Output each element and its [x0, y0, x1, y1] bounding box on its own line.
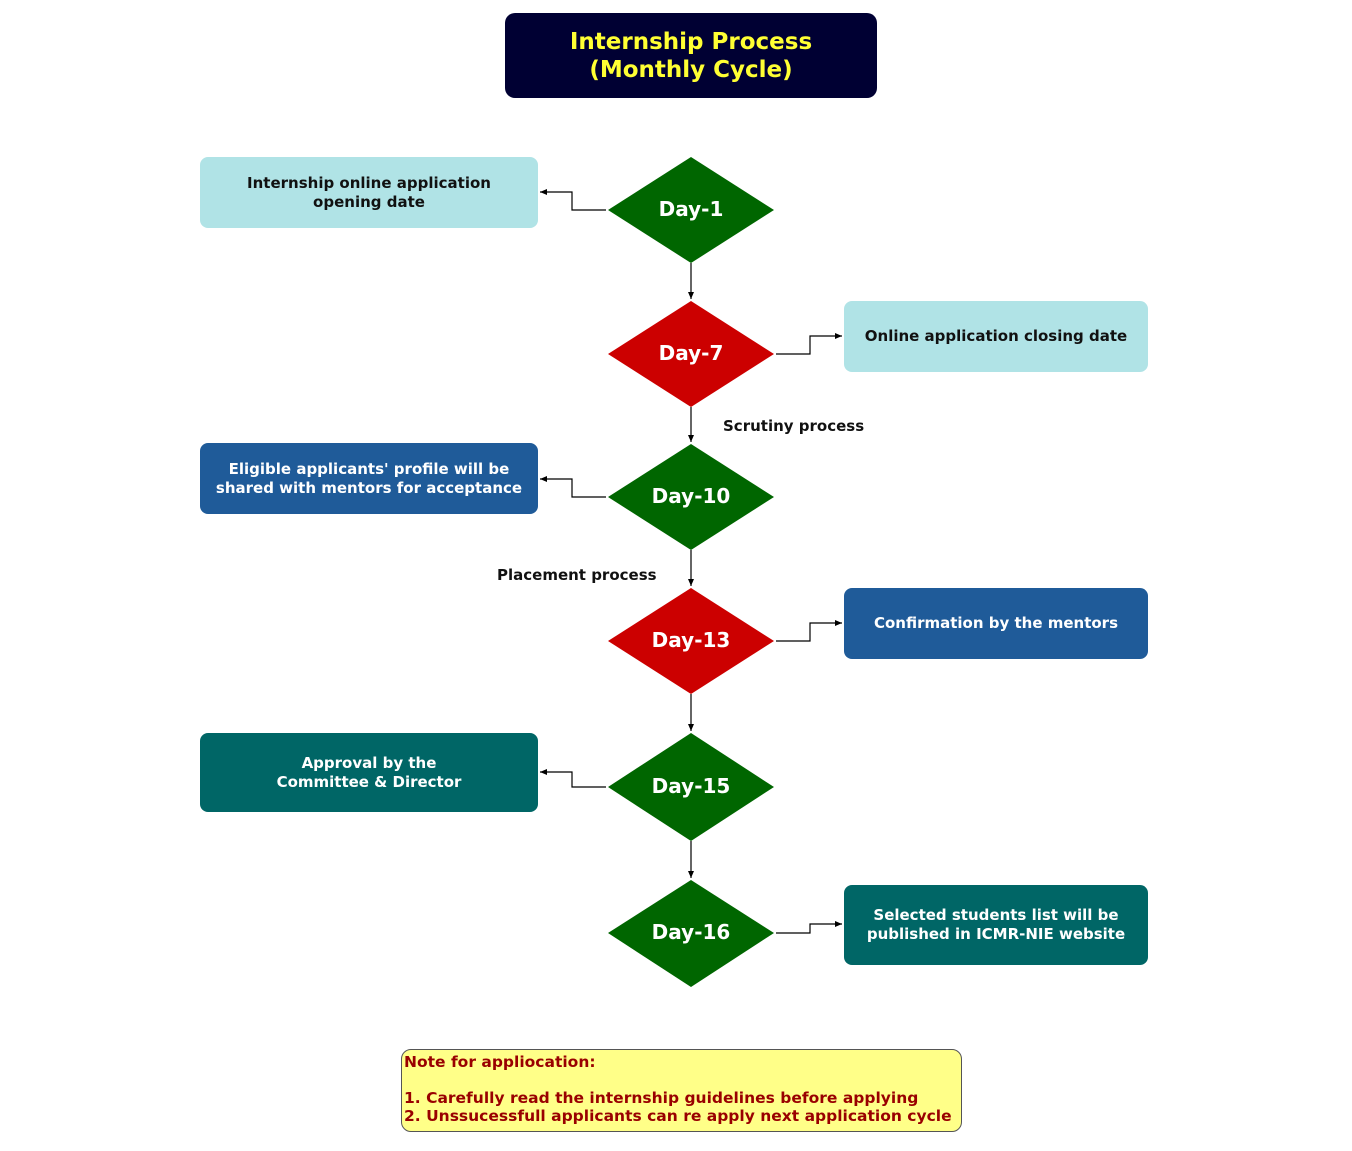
placement-process-label: Placement process — [497, 566, 657, 584]
arrow-day10-to-box — [540, 476, 606, 498]
box-line: Approval by the — [301, 753, 437, 772]
day-1-label: Day-1 — [658, 197, 724, 221]
arrow-day15-to-box — [540, 769, 606, 788]
day-16-label: Day-16 — [651, 920, 731, 944]
day-13-label: Day-13 — [651, 628, 731, 652]
diagram-title: Internship Process (Monthly Cycle) — [505, 13, 877, 98]
day-15-label: Day-15 — [651, 774, 731, 798]
arrow-day13-to-box — [776, 620, 842, 642]
diamond-day-16 — [608, 880, 774, 987]
box-line: Selected students list will be — [873, 906, 1119, 924]
arrow-day16-to-box — [776, 921, 842, 934]
diamond-day-7 — [608, 301, 774, 407]
note-item: 1. Carefully read the internship guideli… — [404, 1089, 919, 1107]
box-line: Eligible applicants' profile will be — [228, 459, 510, 478]
diamond-day-1 — [608, 157, 774, 263]
box-line: opening date — [313, 192, 425, 211]
scrutiny-process-label: Scrutiny process — [723, 417, 865, 435]
box-line: Online application closing date — [864, 327, 1128, 345]
arrow-day7-to-box — [776, 333, 842, 355]
box-line: published in ICMR-NIE website — [866, 925, 1126, 943]
box-line: Confirmation by the mentors — [873, 614, 1119, 632]
day-10-label: Day-10 — [651, 484, 731, 508]
day-7-label: Day-7 — [658, 341, 724, 365]
diamond-day-13 — [608, 588, 774, 694]
step-box-mentor-confirmation: Confirmation by the mentors — [844, 588, 1148, 659]
step-box-closing-date: Online application closing date — [844, 301, 1148, 372]
title-line-2: (Monthly Cycle) — [589, 56, 793, 83]
note-item: 2. Unssucessfull applicants can re apply… — [404, 1107, 952, 1125]
box-line: Committee & Director — [276, 772, 462, 791]
diamond-day-15 — [608, 733, 774, 841]
box-line: shared with mentors for acceptance — [215, 478, 523, 497]
application-note: Note for appliocation: 1. Carefully read… — [401, 1049, 962, 1132]
diamond-day-10 — [608, 444, 774, 550]
note-heading: Note for appliocation: — [404, 1053, 596, 1071]
arrow-day1-to-box — [540, 189, 606, 211]
title-line-1: Internship Process — [569, 28, 813, 55]
box-line: Internship online application — [247, 173, 491, 192]
